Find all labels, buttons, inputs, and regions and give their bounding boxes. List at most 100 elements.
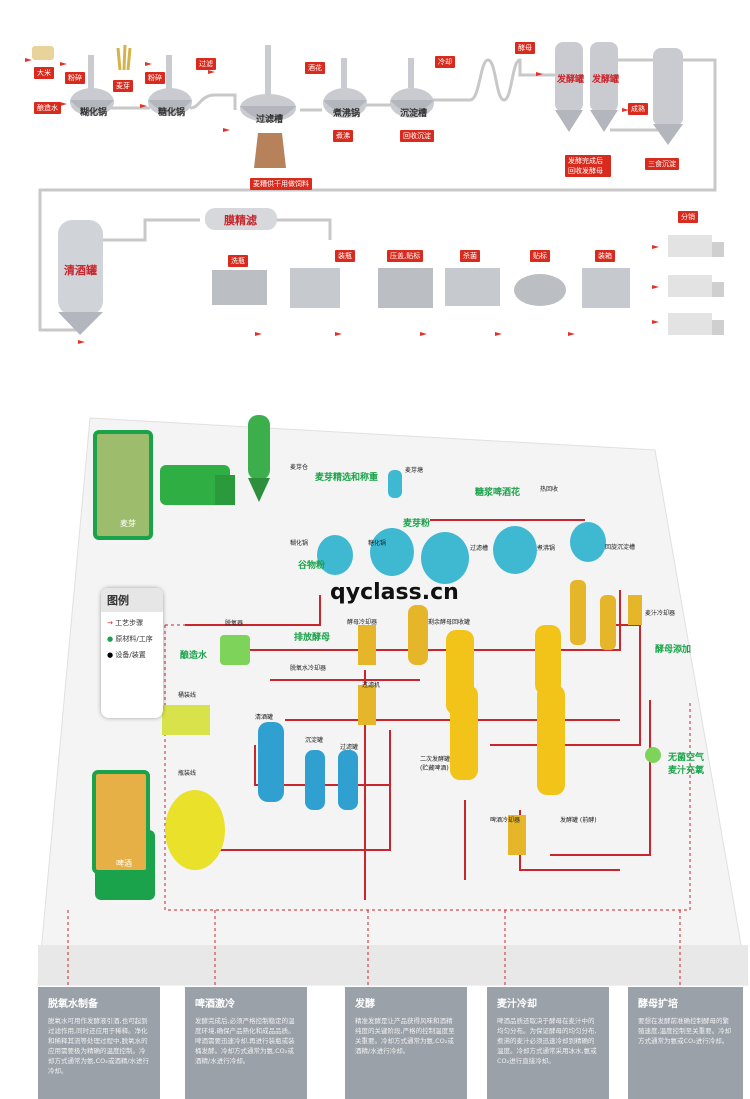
legend-row-process: → 工艺步骤	[101, 612, 163, 628]
legend-box: 图例 → 工艺步骤 ● 原材料/工序 ● 设备/装置	[101, 588, 163, 718]
ferment-tank-2	[537, 685, 565, 795]
fermenter-1-label: 发酵罐	[557, 75, 585, 85]
capper	[378, 268, 433, 308]
ferment-tank-1	[535, 625, 561, 695]
pasteur-label: 杀菌	[460, 250, 480, 262]
delivery-truck-3	[668, 313, 724, 335]
boil-note: 煮沸	[333, 130, 353, 142]
boil-kettle-3d	[493, 526, 537, 574]
beer-photo-label: 啤酒	[116, 859, 132, 868]
beer-cooler-label: 啤酒冷却器	[490, 817, 521, 824]
yeast-discharge-label: 排放酵母	[294, 633, 331, 643]
delivery-truck-2	[668, 275, 724, 297]
delivery-truck-1	[668, 235, 724, 257]
deox-cooler-label: 脱氧水冷却器	[290, 665, 327, 672]
air-fan-icon	[645, 747, 661, 763]
bottle-line	[165, 790, 225, 870]
yeast-add-label: 酵母添加	[655, 645, 692, 655]
whirlpool-3d	[570, 522, 606, 562]
keg-line-label: 桶装线	[178, 692, 197, 699]
legend-material-label: 原材料/工序	[115, 635, 153, 643]
boil-kettle-vessel	[323, 58, 367, 118]
packer	[582, 268, 630, 308]
spent-grain-bag	[254, 133, 286, 168]
malt-silo-label: 麦芽仓	[290, 464, 309, 471]
ferment-tank-label: 发酵罐 (前酵)	[560, 817, 597, 824]
yeast-prop-tank-1	[570, 580, 586, 645]
fill-label: 装瓶	[335, 250, 355, 262]
beer-photo	[92, 770, 150, 874]
legend-process-label: 工艺步骤	[115, 619, 144, 627]
card-text: 精准发酵是让产品获得风味和酒精纯度的关键阶段,严格的控制温度至关重要。冷却方式通…	[355, 1017, 455, 1055]
grind-label-2: 粉碎	[145, 72, 165, 84]
malt-truck	[160, 465, 235, 505]
yeast-tank	[408, 605, 428, 665]
malt-label: 麦芽	[113, 80, 133, 92]
yeast-note: 发酵完成后 回收发酵母	[565, 155, 611, 177]
trub-label: 回收沉淀	[400, 130, 434, 142]
storage-tank-label: 二次发酵罐 (贮藏啤酒)	[420, 756, 451, 772]
settle-note: 三食沉淀	[645, 158, 679, 170]
settle-tank-3d	[305, 750, 325, 810]
pasteurizer	[445, 268, 500, 306]
malt-select-label: 麦芽精选和称重	[315, 473, 379, 483]
malt-photo-label: 麦芽	[120, 519, 136, 528]
cereal-cooker-3d	[317, 535, 353, 575]
card-title: 啤酒激冷	[195, 999, 235, 1010]
cereal-cooker-3d-label: 糊化锅	[290, 540, 309, 547]
syrup-hop-label: 糖浆啤酒花	[475, 488, 521, 498]
heat-exchanger-2	[358, 685, 376, 725]
malt-photo	[93, 430, 153, 540]
legend-row-equipment: ● 设备/装置	[101, 644, 163, 660]
heat-exchanger-3	[508, 815, 526, 855]
bright-tank-3d-label: 清酒罐	[255, 714, 274, 721]
mature-label: 成熟	[628, 103, 648, 115]
card-text: 脱氧水可用作发酵液引酒,也可起到过滤作用,同时还应用于稀释。净化和稀释其流等处理…	[48, 1017, 150, 1075]
info-card-deox: 脱氧水制备脱氧水可用作发酵液引酒,也可起到过滤作用,同时还应用于稀释。净化和稀释…	[38, 987, 160, 1099]
lauter-3d-label: 过滤槽	[470, 545, 489, 552]
card-title: 发酵	[355, 999, 375, 1010]
bright-tank-label: 清酒罐	[64, 264, 97, 277]
yeast-cooler-label: 酵母冷却器	[347, 619, 378, 626]
grain-powder-label: 谷物粉	[298, 561, 326, 571]
heat-exchanger-1	[358, 625, 376, 665]
flow-arrows	[25, 58, 659, 344]
brewing-water-label: 酿造水	[180, 651, 208, 661]
info-card-wort: 麦汁冷却啤酒品质还取决于酵母在麦汁中的均匀分布。为保证酵母的均匀分布,煮沸的麦汁…	[487, 987, 609, 1099]
mash-tun-label: 糖化锅	[158, 108, 186, 118]
yeast-label: 酵母	[515, 42, 535, 54]
maturation-tank	[653, 48, 683, 145]
filter-label: 过滤机	[362, 682, 381, 689]
membrane-label: 膜精滤	[224, 214, 257, 227]
bottle-line-label: 瓶装线	[178, 770, 197, 777]
filter-tank-label: 过滤罐	[340, 744, 359, 751]
labeler-label: 贴标	[530, 250, 550, 262]
lauter-tun-vessel	[240, 45, 296, 122]
card-title: 脱氧水制备	[48, 999, 98, 1010]
card-title: 酵母扩培	[638, 999, 678, 1010]
fermenter-tank-1	[555, 42, 583, 132]
labeler	[514, 274, 566, 306]
grains-label: 过滤	[196, 58, 216, 70]
heat-exchanger-4	[628, 595, 642, 625]
malt-icon	[116, 44, 132, 71]
cool-label: 冷却	[435, 56, 455, 68]
membrane-filter	[205, 208, 277, 230]
watermark: qyclass.cn	[330, 580, 459, 605]
yeast-tank-label: 剩余酵母回收罐	[428, 619, 471, 626]
card-text: 啤酒品质还取决于酵母在麦汁中的均匀分布。为保证酵母的均匀分布,煮沸的麦汁必须迅速…	[497, 1017, 597, 1065]
cereal-cooker-vessel	[70, 55, 114, 116]
wort-cooler-label: 麦汁冷却器	[645, 610, 676, 617]
card-text: 要想在发酵前准确控制酵母的繁殖速度,温度控制至关重要。冷却方式通常为氨或CO₂进…	[638, 1017, 732, 1045]
legend-title: 图例	[101, 588, 163, 612]
boil-3d-label: 煮沸锅	[537, 545, 556, 552]
fermenter-tank-2	[590, 42, 618, 132]
card-title: 麦汁冷却	[497, 999, 537, 1010]
keg-line	[162, 705, 210, 735]
settle-tank-label: 沉淀罐	[305, 737, 324, 744]
arrow-icon: →	[107, 619, 113, 627]
settle-label: 沉淀槽	[400, 109, 428, 119]
mash-tun-vessel	[148, 55, 192, 116]
sterile-air-label: 无菌空气 麦汁充氧	[668, 753, 705, 776]
boil-label: 煮沸锅	[333, 109, 361, 119]
